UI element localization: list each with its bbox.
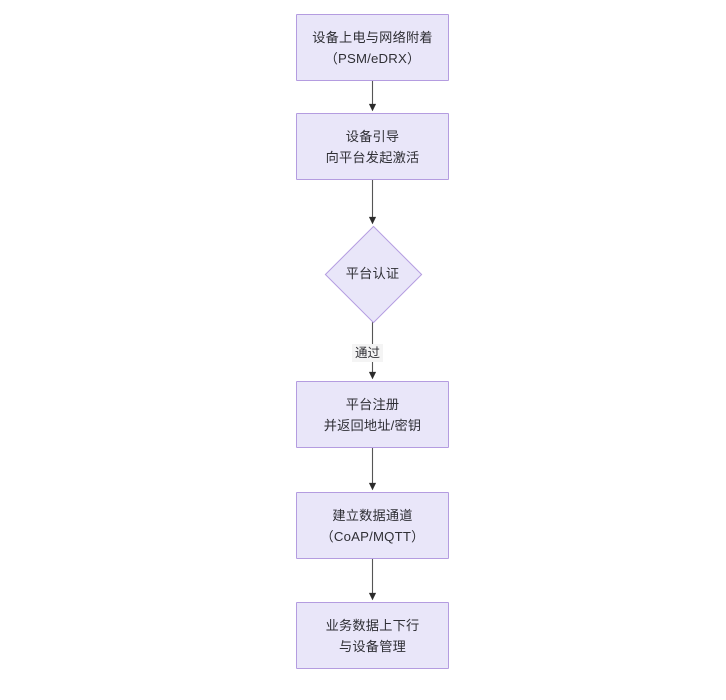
edge-label-pass: 通过 [352, 344, 384, 362]
flow-node-platform-auth-decision[interactable]: 平台认证 [324, 225, 423, 324]
flow-node-platform-register[interactable]: 平台注册 并返回地址/密钥 [296, 381, 449, 448]
flow-node-data-channel[interactable]: 建立数据通道 （CoAP/MQTT） [296, 492, 449, 559]
flow-node-label: 业务数据上下行 与设备管理 [325, 617, 420, 654]
flow-node-label: 建立数据通道 （CoAP/MQTT） [320, 507, 425, 544]
flow-node-label: 平台认证 [345, 266, 400, 281]
flow-node-device-bootstrap[interactable]: 设备引导 向平台发起激活 [296, 113, 449, 180]
flow-node-business-data[interactable]: 业务数据上下行 与设备管理 [296, 602, 449, 669]
flow-node-label: 设备上电与网络附着 （PSM/eDRX） [312, 29, 433, 66]
flow-node-label: 平台注册 并返回地址/密钥 [323, 396, 422, 433]
edge-label-text: 通过 [355, 346, 381, 360]
flow-node-label: 设备引导 向平台发起激活 [325, 128, 420, 165]
flow-node-device-power-on[interactable]: 设备上电与网络附着 （PSM/eDRX） [296, 14, 449, 81]
